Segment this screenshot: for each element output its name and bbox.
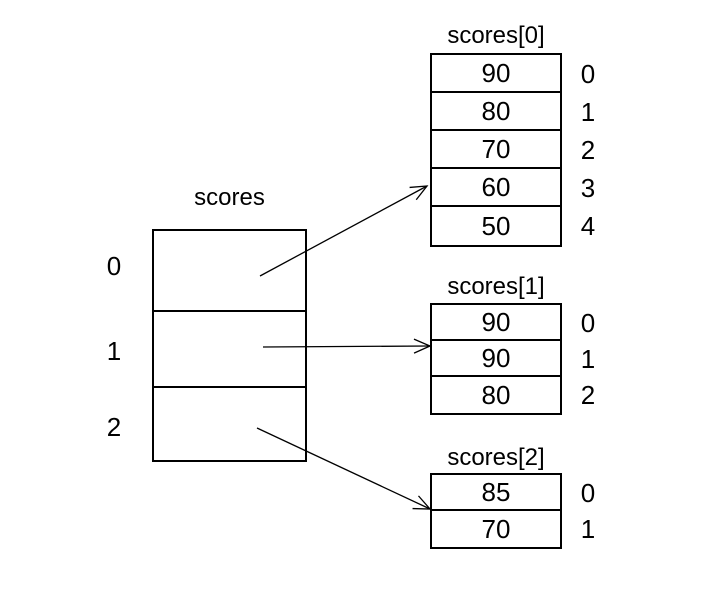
inner-array-title-2: scores[2] (447, 444, 545, 471)
index-label: 0 (580, 477, 596, 508)
inner-array-cell: 90 (432, 341, 560, 377)
inner-array-index-column-2: 0 1 (568, 475, 608, 547)
index-label: 0 (580, 58, 596, 89)
inner-array-index-column-0: 0 1 2 3 4 (568, 55, 608, 245)
index-label: 4 (580, 210, 596, 241)
outer-array-title: scores (194, 184, 265, 211)
outer-array-box (152, 229, 307, 462)
inner-array-cell: 70 (481, 513, 511, 544)
inner-array-title-0: scores[0] (447, 22, 545, 49)
inner-array-cell: 60 (432, 169, 560, 207)
inner-array-cell: 90 (432, 55, 560, 93)
outer-index-label-1: 1 (106, 336, 122, 366)
inner-array-title-1: scores[1] (447, 273, 545, 300)
index-label: 3 (580, 172, 596, 203)
outer-index-label-0: 0 (106, 251, 122, 281)
index-label: 1 (580, 96, 596, 127)
outer-array-cell-1 (154, 312, 305, 388)
inner-array-cell: 80 (432, 93, 560, 131)
index-label: 0 (580, 307, 596, 338)
inner-array-cell: 80 (481, 379, 511, 410)
inner-array-cell: 90 (432, 305, 560, 341)
inner-array-box-0: 90 80 70 60 50 (430, 53, 562, 247)
index-label: 2 (580, 134, 596, 165)
index-label: 1 (580, 343, 596, 374)
inner-array-index-column-1: 0 1 2 (568, 305, 608, 413)
inner-array-cell: 85 (432, 475, 560, 511)
inner-array-cell: 50 (481, 210, 511, 241)
outer-array-cell-2 (154, 388, 305, 460)
inner-array-box-1: 90 90 80 (430, 303, 562, 415)
outer-index-label-2: 2 (106, 412, 122, 442)
index-label: 1 (580, 513, 596, 544)
outer-array-cell-0 (154, 231, 305, 312)
index-label: 2 (580, 379, 596, 410)
inner-array-cell: 70 (432, 131, 560, 169)
inner-array-box-2: 85 70 (430, 473, 562, 549)
